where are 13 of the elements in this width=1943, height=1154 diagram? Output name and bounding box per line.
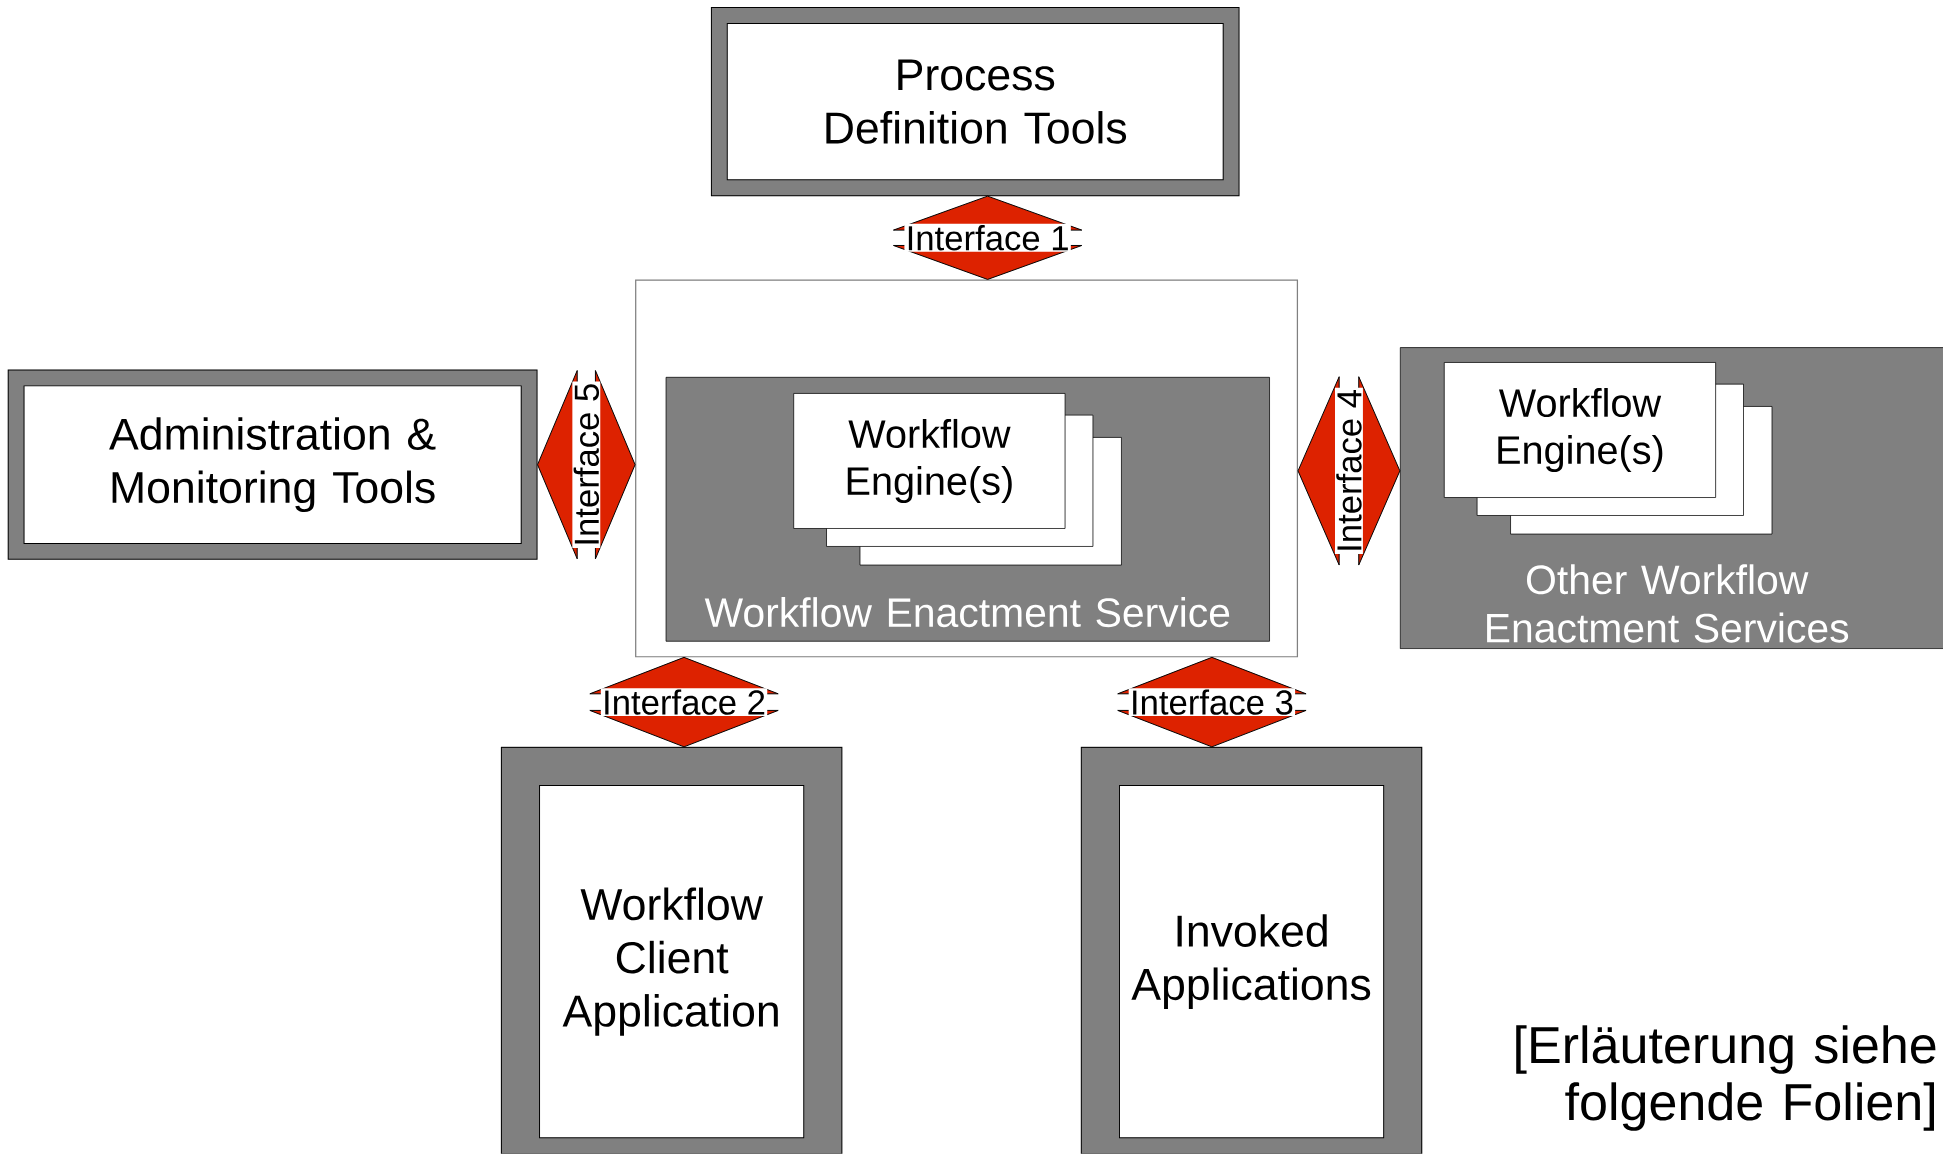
engine-box: Workflow Engine(s) (793, 393, 1122, 566)
edge-label: Interface 5 (572, 381, 601, 549)
tool-box: Workflow Client Application (500, 747, 843, 1154)
edge-label: Interface 4 (1335, 387, 1363, 555)
tool-box: Process Definition Tools (710, 7, 1240, 197)
tool-box: Administration & Monitoring Tools (7, 369, 538, 560)
edge-label: Interface 3 (1128, 688, 1296, 717)
tool-box: Invoked Applications (1080, 747, 1423, 1154)
edge-label: Interface 1 (904, 224, 1071, 252)
note-text: [Erläuterung siehe folgende Folien] (1516, 1025, 1936, 1131)
enclosure-box (635, 279, 1299, 658)
edge-label: Interface 2 (600, 688, 768, 717)
engine-box: Workflow Engine(s) (1443, 362, 1773, 535)
